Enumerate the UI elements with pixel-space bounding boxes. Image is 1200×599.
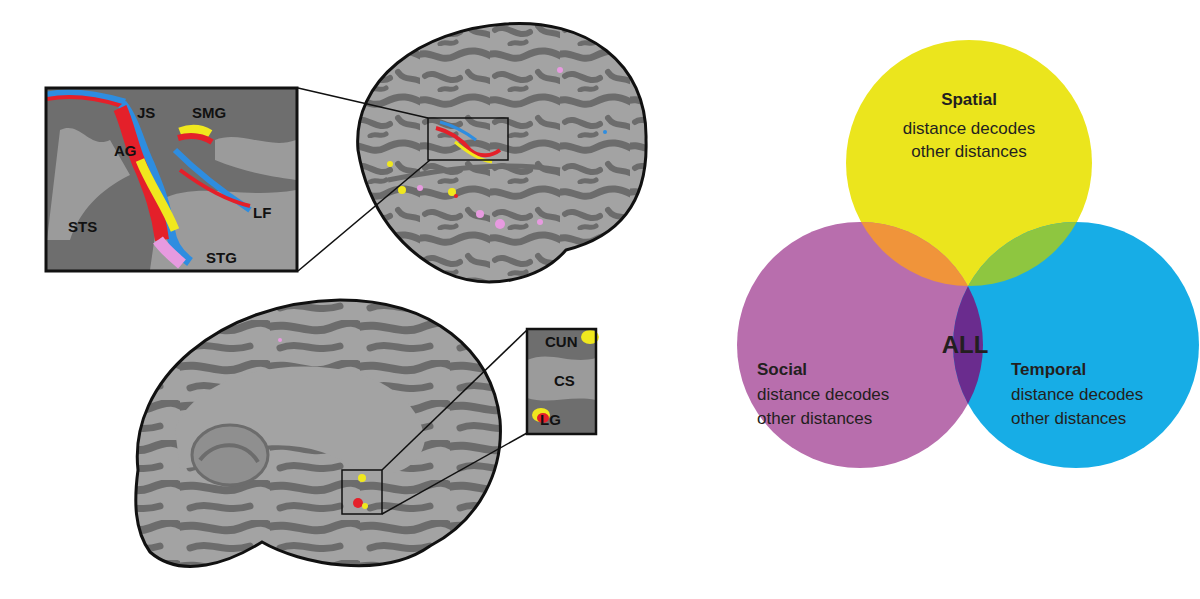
- region-label: SMG: [192, 104, 226, 122]
- region-label: AG: [114, 142, 137, 160]
- venn-circle: Spatial distance decodes other distances: [846, 40, 1092, 286]
- region-label: LG: [540, 411, 561, 429]
- node-heading: Spatial: [846, 88, 1092, 111]
- region-label: JS: [137, 104, 155, 122]
- region-label: LF: [253, 204, 271, 222]
- node-body: distance decodes other distances: [894, 117, 1044, 163]
- node-body: distance decodes other distances: [757, 383, 907, 431]
- region-label: STS: [68, 218, 97, 236]
- node-heading: Temporal: [1011, 358, 1161, 381]
- node-heading: Social: [757, 358, 907, 381]
- region-label: STG: [206, 249, 237, 267]
- region-label: CS: [554, 372, 575, 390]
- region-label: CUN: [545, 333, 578, 351]
- node-body: distance decodes other distances: [1011, 383, 1161, 431]
- venn-intersection: ALL: [915, 327, 1015, 363]
- node-heading: ALL: [915, 330, 1015, 360]
- venn-circle: Socialdistance decodes other distances: [737, 222, 983, 468]
- venn-circle: Temporaldistance decodes other distances: [953, 222, 1199, 468]
